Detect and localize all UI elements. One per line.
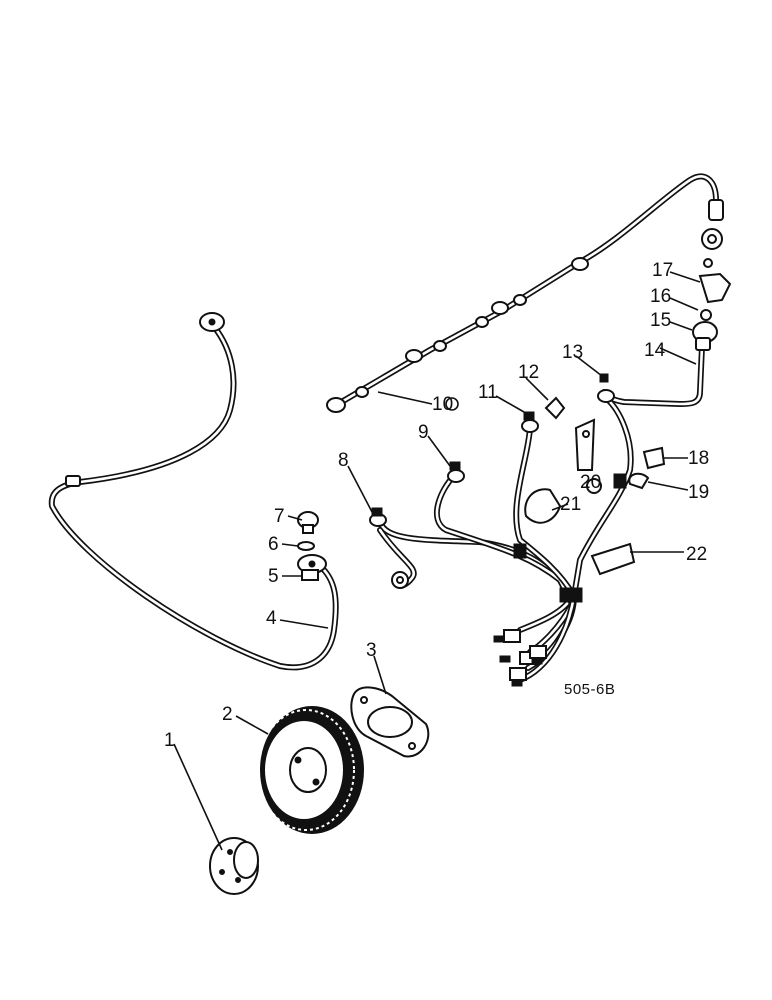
drive-gear (257, 706, 364, 834)
callout-8: 8 (338, 450, 349, 471)
callout-18: 18 (688, 448, 709, 469)
callout-11: 11 (478, 382, 498, 403)
callout-13: 13 (562, 342, 583, 363)
callout-labels: 1 2 3 4 5 6 7 8 9 10 11 12 13 14 15 16 1… (164, 260, 709, 751)
leader-lines (173, 271, 701, 851)
callout-6: 6 (268, 534, 279, 555)
callout-4: 4 (266, 608, 277, 629)
callout-3: 3 (366, 640, 377, 661)
callout-2: 2 (222, 704, 233, 725)
clips-and-brackets (524, 396, 666, 576)
banjo-fitting-stack (297, 511, 327, 581)
injector-pipe-bundle (377, 395, 634, 683)
callout-1: 1 (164, 730, 175, 751)
injector-end-nuts (369, 373, 615, 687)
callout-10: 10 (432, 394, 453, 415)
callout-12: 12 (518, 362, 539, 383)
gasket (350, 686, 430, 758)
callout-15: 15 (650, 310, 671, 331)
leak-off-pipe (326, 173, 724, 413)
callout-22: 22 (686, 544, 707, 565)
callout-14: 14 (644, 340, 666, 361)
callout-16: 16 (650, 286, 671, 307)
callout-19: 19 (688, 482, 709, 503)
callout-5: 5 (268, 566, 279, 587)
reference-code: 505-6B (564, 681, 615, 698)
left-return-pipe (48, 312, 339, 671)
callout-9: 9 (418, 422, 429, 443)
callout-17: 17 (652, 260, 673, 281)
hub-plate (209, 837, 259, 895)
callout-21: 21 (560, 494, 581, 515)
callout-20: 20 (580, 472, 601, 493)
callout-7: 7 (274, 506, 285, 527)
